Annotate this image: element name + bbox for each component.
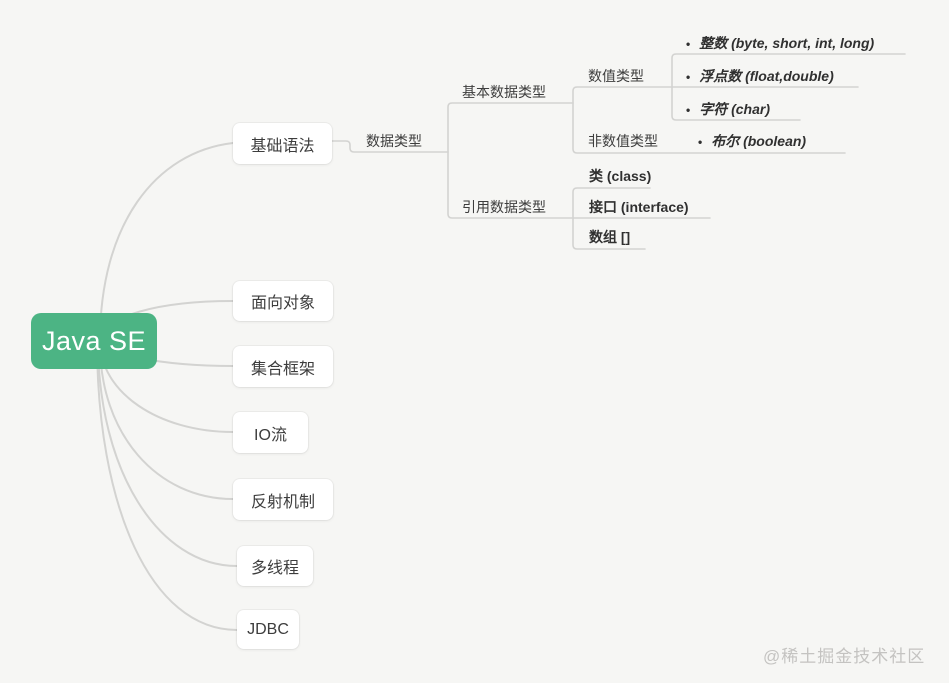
leaf-node-interface[interactable]: 接口 (interface) [589,197,689,218]
leaf-node-boolean[interactable]: • 布尔 (boolean) [698,131,806,153]
branch-node-io-stream[interactable]: IO流 [233,412,308,453]
connector-numeric-children-bracket [671,53,906,121]
bullet-icon: • [686,37,691,51]
node-numeric-types[interactable]: 数值类型 [588,68,644,84]
connector-reference-children-bracket [572,187,651,250]
node-non-numeric-types[interactable]: 非数值类型 [588,133,658,149]
connector-basic-syntax-to-data-type [331,140,449,153]
leaf-label: 浮点数 (float,double) [699,68,834,84]
leaf-label: 字符 (char) [699,101,770,117]
node-data-type[interactable]: 数据类型 [366,133,422,149]
node-reference-data-types[interactable]: 引用数据类型 [462,199,546,215]
connector-primitive-children-bracket [572,86,859,154]
leaf-label: 整数 (byte, short, int, long) [699,35,875,51]
bullet-icon: • [686,70,691,84]
branch-node-jdbc[interactable]: JDBC [237,610,299,649]
connector-root-to-reflection [98,340,234,500]
leaf-node-integer[interactable]: • 整数 (byte, short, int, long) [686,33,874,55]
leaf-label: 数组 [] [589,229,631,245]
branch-node-reflection[interactable]: 反射机制 [233,479,333,520]
leaf-label: 布尔 (boolean) [711,133,807,149]
bullet-icon: • [686,103,691,117]
connector-root-to-multithreading [97,340,238,567]
branch-node-collections[interactable]: 集合框架 [233,346,333,387]
branch-node-oop[interactable]: 面向对象 [233,281,333,321]
connector-data-type-children-bracket [447,102,711,219]
branch-node-basic-syntax[interactable]: 基础语法 [233,123,332,164]
leaf-label: 类 (class) [589,168,652,184]
root-node-java-se[interactable]: Java SE [31,313,157,369]
connector-root-to-basic-syntax [99,142,234,342]
leaf-node-float[interactable]: • 浮点数 (float,double) [686,66,834,88]
bullet-icon: • [698,135,703,149]
connector-root-to-jdbc [96,340,238,631]
leaf-node-class[interactable]: 类 (class) [589,166,651,187]
watermark: @稀土掘金技术社区 [763,647,926,666]
branch-node-multithreading[interactable]: 多线程 [237,546,313,586]
leaf-node-array[interactable]: 数组 [] [589,227,630,248]
leaf-node-char[interactable]: • 字符 (char) [686,99,770,121]
node-primitive-data-types[interactable]: 基本数据类型 [462,84,546,100]
leaf-label: 接口 (interface) [589,199,689,215]
